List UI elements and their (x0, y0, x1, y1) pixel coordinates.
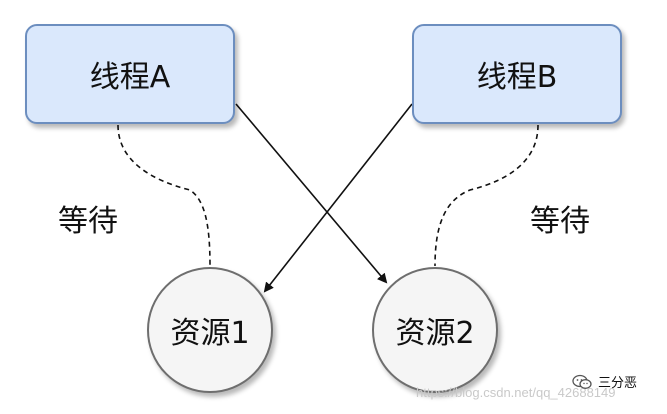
watermark-url: https://blog.csdn.net/qq_42688149 (416, 385, 616, 400)
hold-edge-a-to-resource-2 (235, 103, 388, 284)
wait-label-a: 等待 (58, 204, 118, 239)
resource-1-node[interactable]: 资源1 (147, 267, 273, 393)
wait-edge-b (434, 124, 539, 267)
thread-a-box[interactable]: 线程A (25, 24, 235, 124)
wait-edge-a (117, 124, 211, 267)
thread-b-box[interactable]: 线程B (412, 24, 622, 124)
hold-edge-b-to-resource-1 (263, 103, 413, 293)
thread-b-label: 线程B (476, 60, 558, 95)
brand-name: 三分恶 (598, 376, 638, 391)
wait-label-b: 等待 (530, 204, 590, 239)
resource-1-label: 资源1 (170, 316, 250, 351)
resource-2-label: 资源2 (395, 316, 475, 351)
thread-a-label: 线程A (89, 60, 171, 95)
brand-badge: 三分恶 (572, 372, 637, 391)
resource-2-node[interactable]: 资源2 (372, 267, 498, 393)
wechat-icon (572, 374, 592, 389)
